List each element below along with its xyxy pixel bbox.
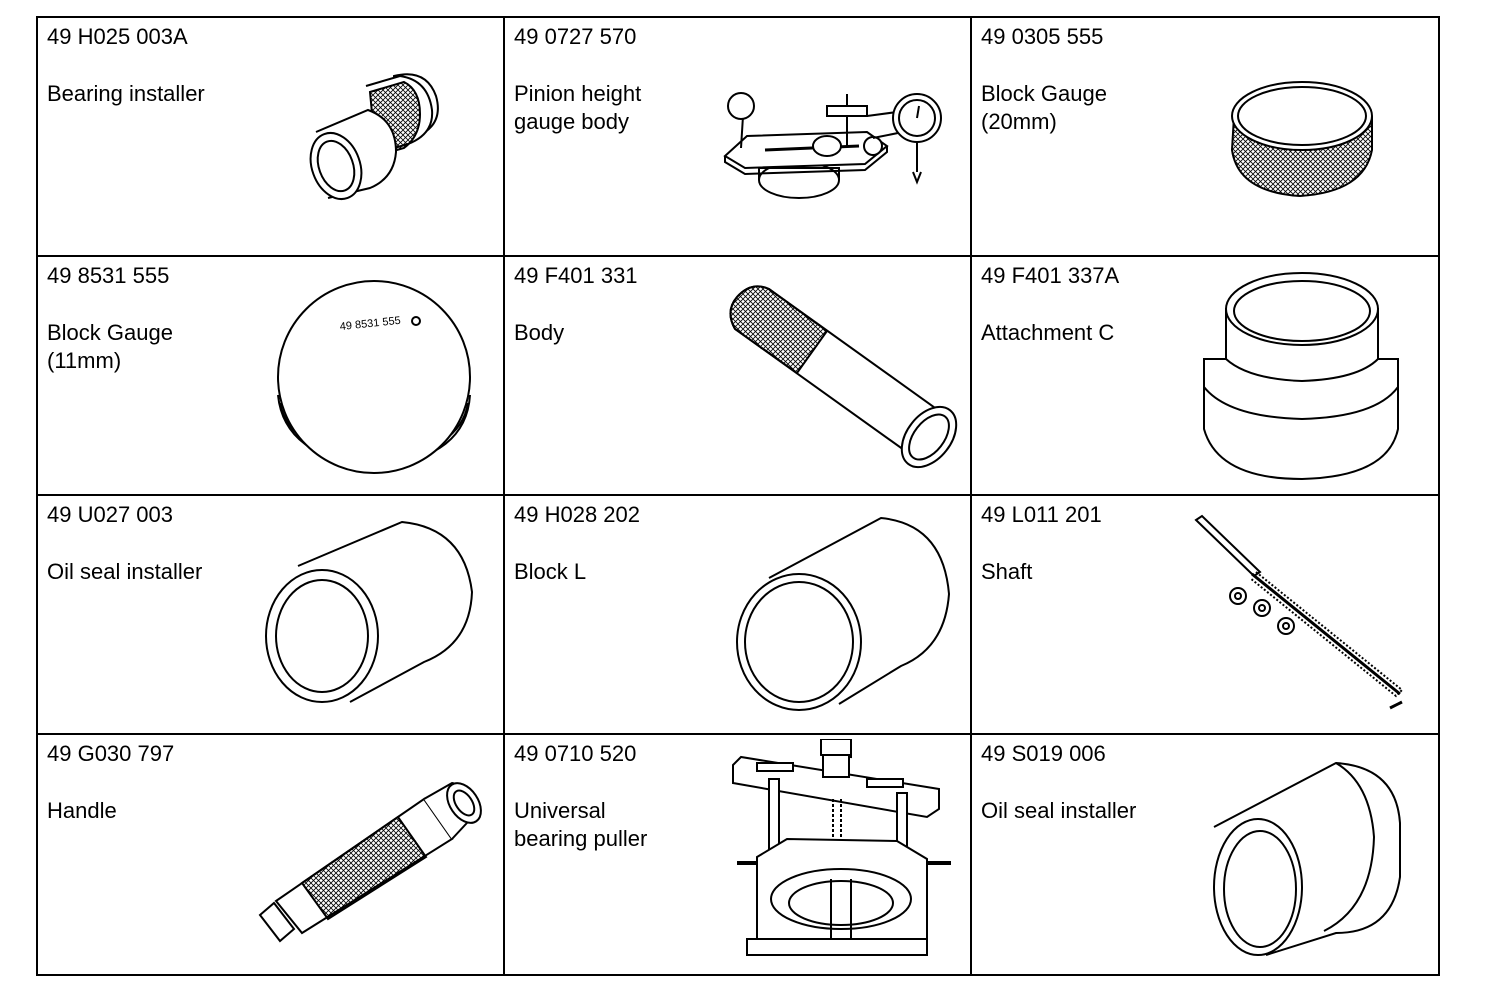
tool-description: Body [514,320,565,345]
tool-cell: 49 F401 337A Attachment C [972,257,1438,496]
tool-description: Shaft [981,559,1033,584]
special-tools-table: 49 H025 003A Bearing installer 49 0727 5… [36,16,1440,976]
tool-cell: 49 0710 520 Universal bearing puller [505,735,972,974]
handle-icon [38,735,503,974]
tool-cell: 49 0305 555 Block Gauge (20mm) [972,18,1438,257]
tool-cell: 49 H025 003A Bearing installer [38,18,505,257]
shaft-icon [972,496,1438,733]
tool-description: Block L [514,559,587,584]
tool-cell: 49 L011 201 Shaft [972,496,1438,735]
tool-description: Pinion height gauge body [514,81,642,134]
tool-description: Attachment C [981,320,1115,345]
tool-description: Block Gauge (20mm) [981,81,1107,134]
part-number: 49 0710 520 [514,741,637,766]
tool-cell: 49 S019 006 Oil seal installer [972,735,1438,974]
part-number: 49 S019 006 [981,741,1106,766]
tool-description: Oil seal installer [981,798,1137,823]
universal-bearing-puller-icon [505,735,970,974]
tool-description: Block Gauge (11mm) [47,320,173,373]
body-icon [505,257,970,494]
block-l-icon [505,496,970,733]
part-number: 49 H028 202 [514,502,640,527]
tool-cell: 49 U027 003 Oil seal installer [38,496,505,735]
attachment-c-icon [972,257,1438,494]
part-number: 49 U027 003 [47,502,173,527]
part-number: 49 0305 555 [981,24,1104,49]
part-number: 49 0727 570 [514,24,637,49]
part-number: 49 L011 201 [981,502,1102,527]
tool-description: Oil seal installer [47,559,203,584]
part-number: 49 F401 337A [981,263,1120,288]
tool-cell: 49 8531 555 Block Gauge (11mm) 49 8531 5… [38,257,505,496]
part-number: 49 H025 003A [47,24,188,49]
part-number: 49 F401 331 [514,263,638,288]
part-number: 49 G030 797 [47,741,175,766]
tool-cell: 49 0727 570 Pinion height gauge body [505,18,972,257]
tool-cell: 49 H028 202 Block L [505,496,972,735]
oil-seal-installer-large-icon [972,735,1438,974]
block-gauge-11mm-icon: 49 8531 555 [38,257,503,494]
oil-seal-installer-icon [38,496,503,733]
tool-cell: 49 F401 331 Body [505,257,972,496]
tool-description: Handle [47,798,117,823]
tool-description: Universal bearing puller [514,798,648,851]
tool-cell: 49 G030 797 Handle [38,735,505,974]
pinion-height-gauge-body-icon [505,18,970,255]
block-gauge-20mm-icon [972,18,1438,255]
part-number: 49 8531 555 [47,263,170,288]
bearing-installer-icon [38,18,503,255]
tool-description: Bearing installer [47,81,205,106]
